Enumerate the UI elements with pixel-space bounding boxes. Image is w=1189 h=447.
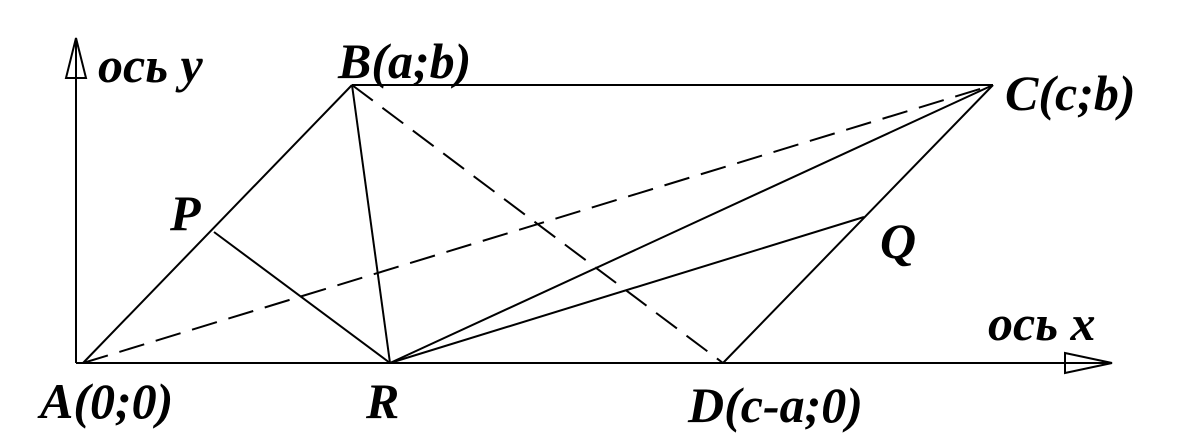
point-Q-label: Q xyxy=(880,213,916,269)
segment-RC xyxy=(389,84,994,364)
x-axis-label: ось x xyxy=(988,295,1096,351)
point-P-label: P xyxy=(169,185,201,241)
point-C-label: C(c;b) xyxy=(1005,65,1136,121)
point-B-label: B(a;b) xyxy=(337,33,471,89)
y-axis-label: ось y xyxy=(98,37,204,93)
segment-PR xyxy=(213,231,391,364)
point-R-label: R xyxy=(365,373,399,429)
diagonal-BD xyxy=(351,84,724,364)
segment-RQ xyxy=(389,216,865,364)
y-axis-arrow-icon xyxy=(64,37,88,79)
point-D-label: D(c-a;0) xyxy=(687,377,863,433)
x-axis-arrow-icon xyxy=(1064,351,1113,375)
side-AB xyxy=(82,84,353,364)
point-A-label: A(0;0) xyxy=(37,373,173,429)
side-CD xyxy=(722,84,994,364)
segment-BR xyxy=(351,84,391,364)
